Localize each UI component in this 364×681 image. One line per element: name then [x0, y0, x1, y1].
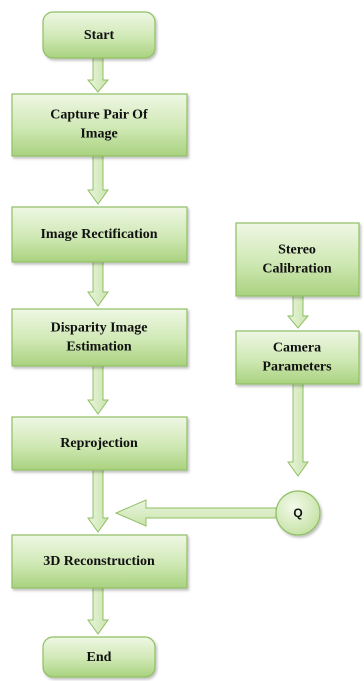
arrow-start-to-capture — [86, 57, 110, 93]
label-line: Parameters — [262, 360, 332, 375]
arrow-reconstruction-to-end — [87, 587, 109, 635]
node-q-label: Q — [293, 506, 302, 520]
label-line: Image — [80, 127, 117, 142]
label-line: Capture Pair Of — [50, 108, 148, 123]
node-reprojection: Reprojection — [11, 416, 188, 471]
arrow-reprojection-to-reconstruction — [87, 469, 109, 533]
node-rectify: Image Rectification — [11, 206, 188, 263]
node-start: Start — [42, 11, 156, 59]
label-line: Image Rectification — [40, 227, 157, 242]
arrow-rectify-to-disparity — [87, 261, 109, 307]
label-line: Estimation — [66, 340, 132, 355]
node-start-label: Start — [84, 28, 115, 43]
node-capture-label: Capture Pair Of Image — [50, 108, 148, 142]
arrow-stereo-to-camera — [286, 295, 310, 329]
arrow-camera-to-q — [287, 383, 309, 477]
label-line: End — [87, 650, 112, 665]
label-line: Camera — [273, 341, 321, 356]
node-reconstruction-label: 3D Reconstruction — [43, 554, 155, 569]
node-rectify-label: Image Rectification — [40, 227, 157, 242]
label-line: 3D Reconstruction — [43, 554, 155, 569]
arrow-disparity-to-reprojection — [87, 365, 109, 415]
node-end: End — [42, 636, 156, 678]
arrow-q-to-main — [114, 499, 277, 527]
label-line: Stereo — [278, 243, 316, 258]
label-line: Disparity Image — [51, 321, 148, 336]
node-end-label: End — [87, 650, 112, 665]
label-line: Q — [293, 506, 302, 520]
arrow-capture-to-rectify — [87, 155, 109, 205]
node-reconstruction: 3D Reconstruction — [11, 534, 188, 589]
node-capture: Capture Pair Of Image — [11, 93, 188, 157]
label-line: Reprojection — [60, 436, 138, 451]
node-q: Q — [275, 490, 321, 536]
node-reprojection-label: Reprojection — [60, 436, 138, 451]
label-line: Calibration — [262, 262, 331, 277]
label-line: Start — [84, 28, 115, 43]
